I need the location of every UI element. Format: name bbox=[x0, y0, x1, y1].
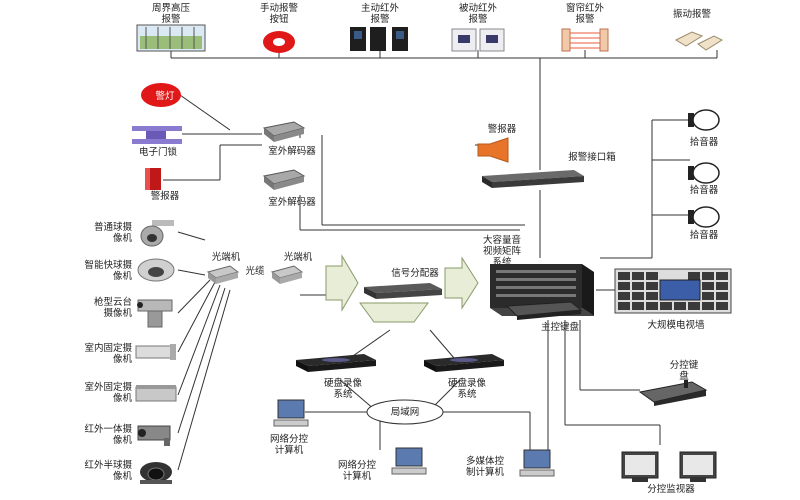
curtain-infrared-icon bbox=[561, 28, 609, 52]
sub-keyboard-icon[interactable] bbox=[636, 378, 708, 408]
fiber-cable-label: 光缆 bbox=[245, 266, 265, 277]
camera-label-ir-half-dome: 红外半球摄 像机 bbox=[84, 460, 132, 482]
active-infrared-icon bbox=[350, 27, 408, 51]
pickup-label-1: 拾音器 bbox=[689, 137, 719, 148]
decoder-label-2: 室外解码器 bbox=[268, 197, 316, 208]
flow-arrows bbox=[325, 254, 479, 323]
alarm-siren-label: 警报器 bbox=[487, 124, 517, 135]
door-lock-icon bbox=[132, 126, 182, 144]
fiber-right-label: 光端机 bbox=[283, 252, 313, 263]
computer-icon-2 bbox=[391, 447, 427, 475]
speed-dome-camera-icon bbox=[137, 258, 175, 282]
sensor-label-manual: 手动报警 按钮 bbox=[259, 3, 298, 25]
siren-icon bbox=[145, 168, 161, 190]
sensor-label-passive-ir: 被动红外 报警 bbox=[458, 3, 497, 25]
decoder-label-1: 室外解码器 bbox=[268, 146, 316, 157]
dvr-label-2: 硬盘录像 系统 bbox=[447, 378, 486, 400]
pickup-label-2: 拾音器 bbox=[689, 185, 719, 196]
camera-label-ptz: 枪型云台 摄像机 bbox=[93, 297, 132, 319]
signal-distributor-label: 信号分配器 bbox=[391, 268, 439, 279]
video-wall-icon bbox=[614, 268, 732, 314]
door-lock-label: 电子门锁 bbox=[138, 147, 177, 158]
warning-light-icon bbox=[141, 83, 181, 107]
pickup-mic-icon-1 bbox=[688, 109, 720, 131]
ptz-bullet-camera-icon bbox=[137, 299, 173, 328]
matrix-label: 大容量音 视频矩阵 系统 bbox=[482, 235, 521, 268]
pickup-label-3: 拾音器 bbox=[689, 230, 719, 241]
alarm-interface-box-icon bbox=[482, 170, 584, 188]
alarm-siren-icon bbox=[477, 137, 509, 163]
lan-label: 局域网 bbox=[390, 407, 420, 418]
camera-label-outdoor: 室外固定摄 像机 bbox=[84, 382, 132, 404]
main-keyboard-icon[interactable] bbox=[503, 300, 583, 322]
fiber-transceiver-right bbox=[270, 265, 304, 284]
av-matrix-icon bbox=[490, 264, 594, 316]
dvr-icon-2 bbox=[424, 354, 504, 372]
computer-label-3: 多媒体控 制计算机 bbox=[465, 456, 504, 478]
sub-monitors-label: 分控监视器 bbox=[647, 484, 695, 495]
pickup-mic-icon-2 bbox=[688, 162, 720, 184]
pickup-mic-icon-3 bbox=[688, 206, 720, 228]
siren-label: 警报器 bbox=[150, 191, 180, 202]
video-wall-label: 大规模电视墙 bbox=[647, 320, 705, 331]
fiber-transceiver-left bbox=[206, 265, 240, 284]
fiber-left-label: 光端机 bbox=[211, 252, 241, 263]
manual-alarm-button-icon bbox=[263, 31, 295, 53]
vibration-sensor-icon bbox=[674, 31, 724, 51]
camera-label-ir-integrated: 红外一体摄 像机 bbox=[84, 424, 132, 446]
sub-keyboard-label: 分控键 盘 bbox=[669, 360, 699, 382]
alarm-box-label: 报警接口箱 bbox=[568, 152, 616, 163]
computer-label-1: 网络分控 计算机 bbox=[269, 434, 308, 456]
sensor-label-vibration: 振动报警 bbox=[672, 9, 711, 20]
outdoor-decoder-2 bbox=[262, 169, 306, 190]
indoor-fixed-camera-icon bbox=[135, 344, 176, 360]
dvr-icon-1 bbox=[296, 354, 376, 372]
outdoor-fixed-camera-icon bbox=[135, 385, 177, 402]
sensor-label-curtain-ir: 窗帘红外 报警 bbox=[565, 3, 604, 25]
camera-label-dome: 普通球摄 像机 bbox=[93, 222, 132, 244]
main-keyboard-label: 主控键盘 bbox=[540, 322, 579, 333]
perimeter-fence-icon bbox=[136, 24, 206, 52]
computer-label-2: 网络分控 计算机 bbox=[337, 460, 376, 482]
camera-label-speed-dome: 智能快球摄 像机 bbox=[84, 260, 132, 282]
dvr-label-1: 硬盘录像 系统 bbox=[323, 378, 362, 400]
computer-icon-1 bbox=[273, 399, 309, 427]
infrared-camera-icon bbox=[137, 425, 171, 446]
sensor-label-perimeter: 周界高压 报警 bbox=[151, 3, 190, 25]
sub-monitors-icon bbox=[621, 451, 717, 482]
passive-infrared-icon bbox=[451, 28, 505, 52]
outdoor-decoder-1 bbox=[262, 121, 306, 142]
dome-camera-icon bbox=[140, 220, 174, 247]
sensor-label-active-ir: 主动红外 报警 bbox=[360, 3, 399, 25]
warning-light-label: 警灯 bbox=[155, 91, 175, 102]
signal-distributor-icon bbox=[364, 283, 442, 299]
camera-label-indoor: 室内固定摄 像机 bbox=[84, 343, 132, 365]
infrared-half-dome-camera-icon bbox=[140, 462, 172, 484]
computer-icon-3 bbox=[519, 449, 555, 477]
